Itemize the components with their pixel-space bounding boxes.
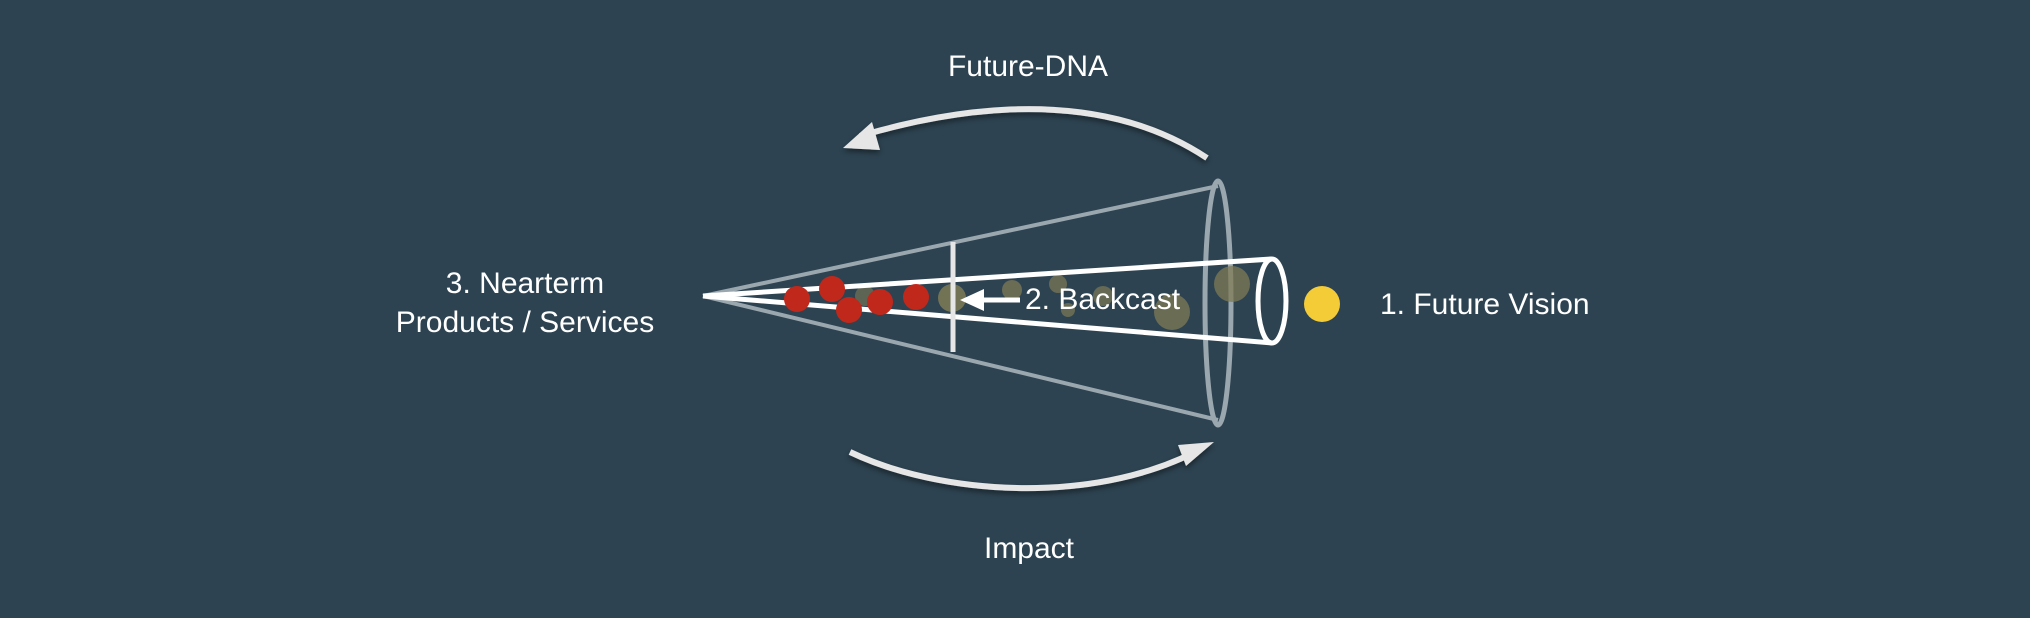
nearterm-label-line1: 3. Nearterm [446, 267, 604, 300]
future-dna-arrow-curve [859, 106, 1209, 161]
inner-cone-rim [1255, 256, 1289, 346]
outer-cone-bottom-edge [702, 294, 1219, 422]
olive-dots [855, 266, 1250, 330]
future-dna-arrow [843, 106, 1209, 161]
red-dot [903, 284, 929, 310]
red-dot [867, 289, 893, 315]
impact-arrow-curve [848, 449, 1197, 492]
backcast-arrow [960, 289, 1020, 311]
olive-dot [1002, 280, 1022, 300]
outer-cone-rim [1202, 178, 1234, 428]
red-dot [819, 276, 845, 302]
nearterm-label-line2: Products / Services [396, 306, 654, 339]
outer-cone [702, 178, 1234, 428]
future-dna-arrowhead [843, 122, 880, 150]
impact-arrow [848, 442, 1214, 492]
backcast-arrowhead [960, 289, 984, 311]
olive-dot [1061, 303, 1075, 317]
future-dna-label: Future-DNA [948, 50, 1108, 83]
olive-dot [1049, 275, 1067, 293]
red-dots [784, 276, 929, 323]
olive-dot [1093, 286, 1113, 306]
red-dot [836, 297, 862, 323]
olive-dot [1214, 266, 1250, 302]
future-vision-dot [1304, 286, 1340, 322]
backcast-label: 2. Backcast [1025, 283, 1181, 316]
impact-label: Impact [984, 532, 1075, 565]
impact-arrowhead [1178, 442, 1214, 466]
red-dot [784, 286, 810, 312]
olive-dot [1154, 294, 1190, 330]
future-vision-label: 1. Future Vision [1380, 288, 1590, 321]
outer-cone-top-edge [702, 184, 1219, 298]
